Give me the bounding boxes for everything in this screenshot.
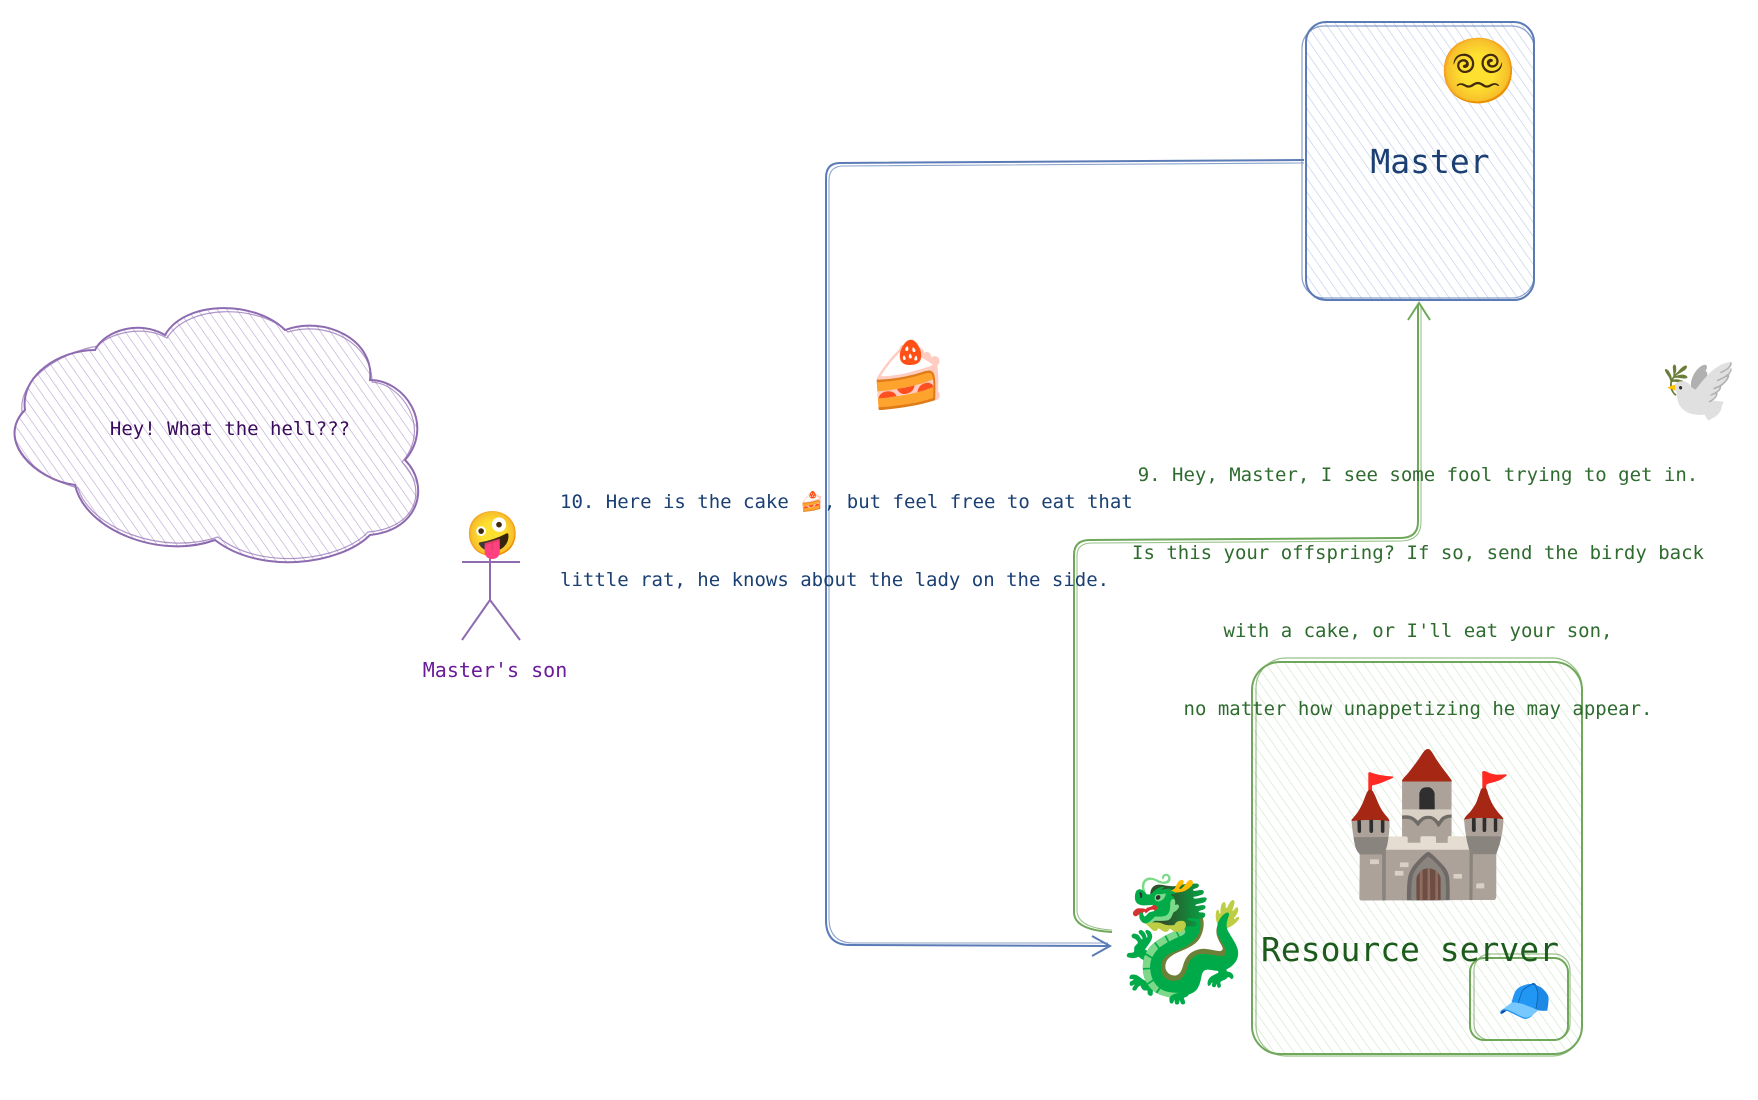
resource-server-label: Resource server [1260,930,1559,969]
master-box[interactable] [1301,21,1535,301]
son-label: Master's son [422,658,568,682]
arrow-10-line: little rat, he knows about the lady on t… [560,569,1110,591]
speech-cloud [13,307,420,564]
arrow-9-line: with a cake, or I'll eat your son, [1223,620,1613,642]
dove-icon: 🕊️ [1660,352,1738,425]
dizzy-face-icon: 😵‍💫 [1438,35,1518,109]
arrow-9-line: 9. Hey, Master, I see some fool trying t… [1137,464,1699,486]
resource-server-box[interactable] [1251,657,1583,1057]
arrow-9-message: 9. Hey, Master, I see some fool trying t… [1118,410,1718,748]
dragon-icon: 🐉 [1108,870,1258,1009]
cloud-text: Hey! What the hell??? [109,418,351,440]
arrow-9-line: no matter how unappetizing he may appear… [1183,698,1653,720]
zany-face-icon: 🤪 [465,509,520,560]
stick-figure [461,555,521,641]
blue-cap-icon: 🧢 [1497,976,1552,1027]
arrow-9 [1073,301,1431,933]
arrow-10-line: 10. Here is the cake 🍰, but feel free to… [560,491,1133,513]
arrow-10-message: 10. Here is the cake 🍰, but feel free to… [560,437,1133,619]
castle-icon: 🏰 [1340,742,1515,905]
cake-icon: 🍰 [868,339,948,413]
arrow-9-line: Is this your offspring? If so, send the … [1132,542,1704,564]
arrow-10 [825,159,1305,957]
master-label: Master [1370,142,1490,181]
